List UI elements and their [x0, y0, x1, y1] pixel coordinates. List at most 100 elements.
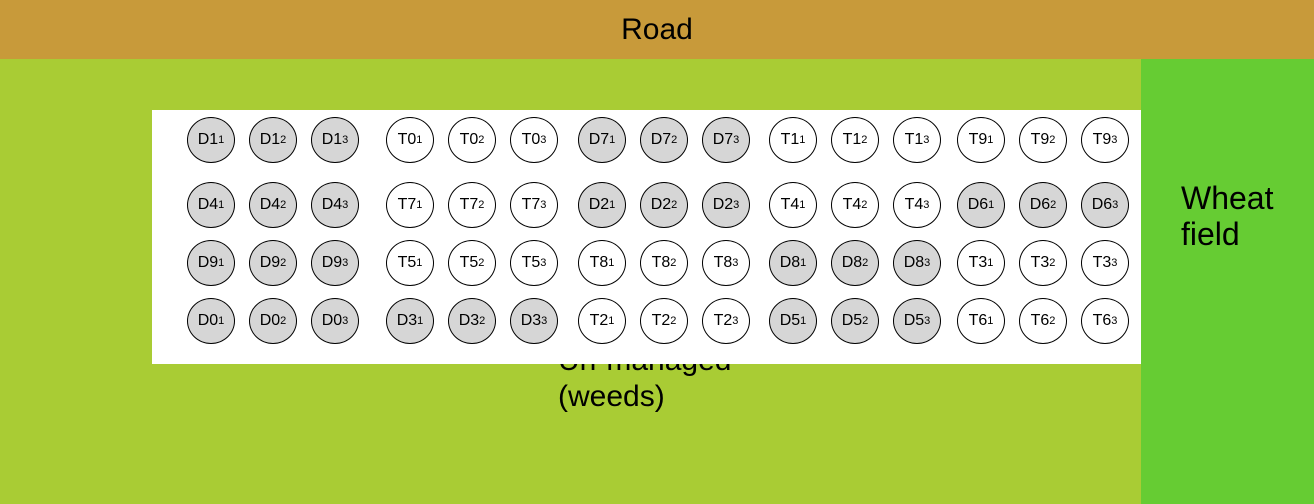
plot-id: D8: [841, 254, 863, 271]
plot-id: T7: [459, 196, 479, 213]
plot-id: D2: [588, 196, 610, 213]
plot-id: T7: [521, 196, 541, 213]
plot-id: T8: [713, 254, 733, 271]
plot-id: T8: [589, 254, 609, 271]
plot-id: D7: [588, 131, 610, 148]
plot-id: D3: [520, 312, 542, 329]
plot-id: T5: [521, 254, 541, 271]
plot-id: D0: [259, 312, 281, 329]
plot-id: T2: [589, 312, 609, 329]
plot-id: D5: [903, 312, 925, 329]
plot-id: T3: [1092, 254, 1112, 271]
plot-id: T5: [459, 254, 479, 271]
plot-id: T4: [904, 196, 924, 213]
plot-id: T3: [1030, 254, 1050, 271]
plot-id: D8: [779, 254, 801, 271]
plot-id: D3: [396, 312, 418, 329]
plot-id: D9: [321, 254, 343, 271]
plot-id: T0: [459, 131, 479, 148]
plot-id: D5: [779, 312, 801, 329]
plot-id: D0: [197, 312, 219, 329]
plot-id: T4: [842, 196, 862, 213]
plot-id: D3: [458, 312, 480, 329]
plot-id: D2: [712, 196, 734, 213]
plot-id: T3: [968, 254, 988, 271]
plot-id: D4: [259, 196, 281, 213]
plot-id: D0: [321, 312, 343, 329]
plot-id: D8: [903, 254, 925, 271]
plot-id: D5: [841, 312, 863, 329]
plot-id: T6: [968, 312, 988, 329]
plot-id: D6: [1091, 196, 1113, 213]
plot-id: T1: [780, 131, 800, 148]
plot-id: T9: [1092, 131, 1112, 148]
plot-id: T1: [904, 131, 924, 148]
plot-id: T8: [651, 254, 671, 271]
plot-id: T6: [1092, 312, 1112, 329]
wheat-field-label: Wheat field: [1181, 180, 1274, 252]
plot-id: D6: [1029, 196, 1051, 213]
plot-id: T9: [1030, 131, 1050, 148]
plot-id: T7: [397, 196, 417, 213]
road-strip: Road: [0, 0, 1314, 59]
plot-id: D9: [197, 254, 219, 271]
plot-id: T9: [968, 131, 988, 148]
plot-id: T5: [397, 254, 417, 271]
plot-id: T0: [521, 131, 541, 148]
plot-id: T2: [651, 312, 671, 329]
plot-id: D1: [259, 131, 281, 148]
plot-id: T2: [713, 312, 733, 329]
